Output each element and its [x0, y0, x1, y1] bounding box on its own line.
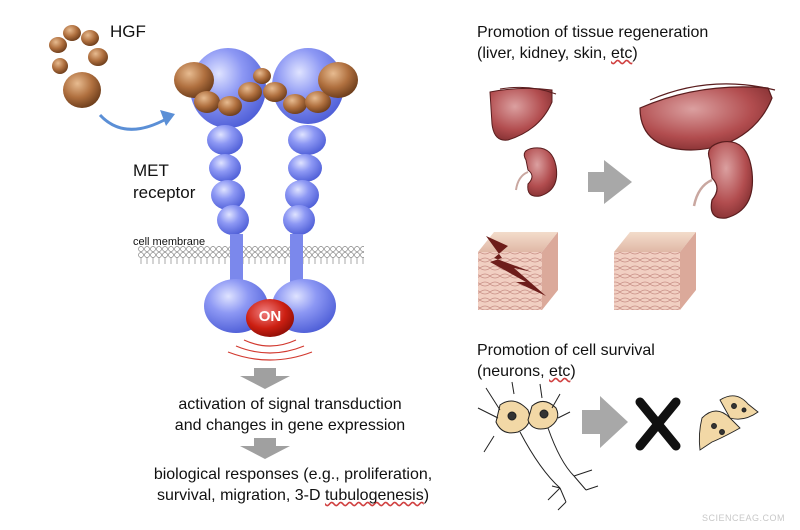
survival-sub-suffix: ): [570, 363, 576, 380]
down-arrow-icon: [240, 438, 290, 459]
met-label-line-1: MET: [133, 161, 169, 180]
kidney-regenerated: [707, 140, 754, 219]
responses-line-2-prefix: survival, migration, 3-D: [156, 487, 325, 504]
dying-cells: [698, 395, 759, 451]
hgf-bound: [174, 62, 358, 116]
survival-sub-etc: etc: [549, 363, 571, 380]
neurons: [477, 381, 599, 511]
on-badge: [246, 299, 294, 337]
down-arrow-icon: [240, 368, 290, 389]
survival-subtitle: (neurons, etc): [477, 361, 655, 382]
binding-arrow: [98, 113, 169, 131]
survival-sub-prefix: (neurons,: [477, 363, 550, 380]
responses-line-2: survival, migration, 3-D tubulogenesis): [98, 485, 488, 506]
regen-sub-prefix: (liver, kidney, skin,: [477, 45, 611, 62]
watermark: SCIENCEAG.COM: [702, 513, 786, 523]
regeneration-subtitle: (liver, kidney, skin, etc): [477, 43, 708, 64]
activation-text: activation of signal transduction and ch…: [120, 394, 460, 436]
activation-line-2: and changes in gene expression: [174, 417, 406, 434]
regen-sub-etc: etc: [610, 45, 633, 62]
responses-tubulogenesis: tubulogenesis: [324, 487, 424, 504]
regen-sub-suffix: ): [632, 45, 638, 62]
responses-text: biological responses (e.g., proliferatio…: [98, 464, 488, 506]
skin-healed: [614, 232, 696, 310]
regeneration-heading: Promotion of tissue regeneration (liver,…: [477, 22, 708, 64]
hgf-label: HGF: [110, 22, 146, 41]
cross-icon: [635, 397, 681, 451]
signal-waves-icon: [227, 339, 313, 361]
hgf-free: [49, 25, 108, 108]
on-label: ON: [258, 308, 282, 325]
responses-line-2-suffix: ): [423, 487, 430, 504]
survival-heading: Promotion of cell survival (neurons, etc…: [477, 340, 655, 382]
responses-line-1: biological responses (e.g., proliferatio…: [153, 466, 433, 483]
met-label-line-2: receptor: [133, 183, 196, 202]
right-arrow-icon: [588, 160, 632, 204]
liver-small: [489, 87, 553, 141]
activation-line-1: activation of signal transduction: [178, 396, 402, 413]
kidney-small: [523, 147, 558, 197]
regeneration-title: Promotion of tissue regeneration: [477, 24, 709, 41]
cell-membrane: [138, 246, 364, 264]
right-arrow-icon: [582, 396, 628, 448]
cell-membrane-label: cell membrane: [133, 236, 206, 248]
liver-regenerated: [639, 86, 773, 151]
skin-damaged: [478, 232, 558, 310]
met-receptor-label: MET receptor: [133, 160, 195, 204]
survival-title: Promotion of cell survival: [477, 342, 655, 359]
